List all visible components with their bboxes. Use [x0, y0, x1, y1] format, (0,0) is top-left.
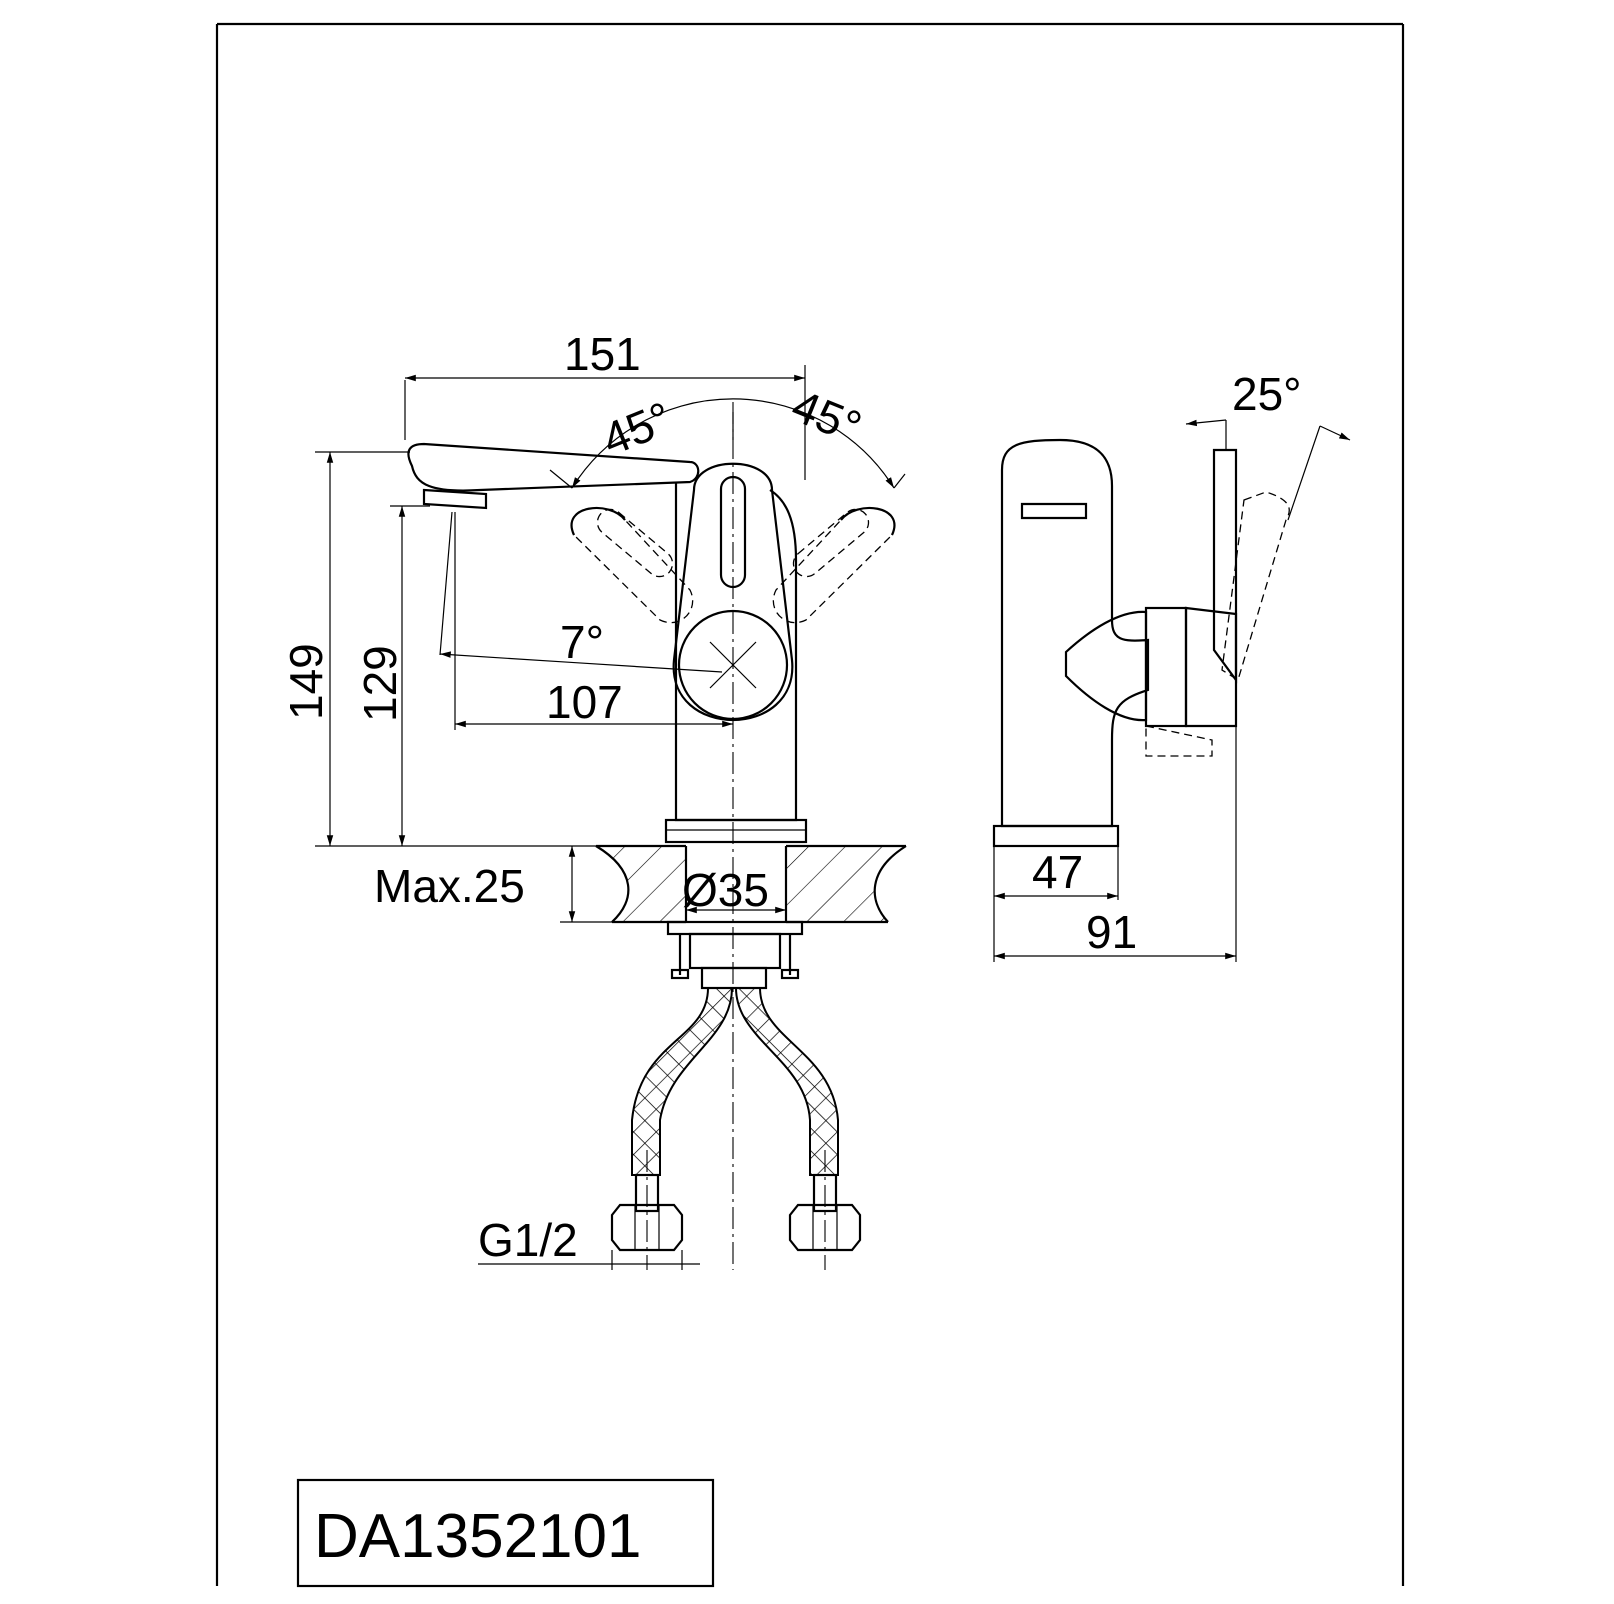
side-lever-upright: [1212, 448, 1238, 684]
dim-angle-left: 45°: [595, 391, 679, 465]
faucet-body: [674, 481, 798, 822]
dim-spout-angle: 7°: [560, 616, 604, 668]
hose-nut-right: [788, 1173, 862, 1252]
dim-spout-reach: 107: [546, 676, 623, 728]
aerator: [422, 488, 488, 510]
cartridge-circle: [677, 609, 789, 721]
spout: [407, 442, 700, 492]
dim-mounting-hole: Ø35: [682, 864, 769, 916]
dim-angle-right: 45°: [785, 379, 869, 453]
left-handle-rotated: [571, 507, 694, 624]
side-base: [992, 824, 1120, 848]
side-lever-tilted: [1221, 491, 1290, 682]
handle-slot: [719, 475, 747, 589]
hose-right: [734, 987, 839, 1176]
mounting-plate: [666, 920, 804, 936]
dim-base-width: 47: [1032, 846, 1083, 898]
hose-nut-left: [610, 1173, 684, 1252]
hose-left: [631, 987, 734, 1176]
front-view: 151 45° 45° 149 129 7° 107 Max.25 Ø35 G1…: [280, 328, 907, 1270]
countertop-section: [596, 846, 686, 922]
dim-handle-tilt: 25°: [1232, 368, 1302, 420]
base-ring: [664, 818, 808, 844]
model-code: DA1352101: [314, 1502, 642, 1571]
dim-overall-height: 149: [280, 643, 332, 720]
dim-overall-length: 151: [564, 328, 641, 380]
sheet-border: [215, 22, 1405, 1586]
right-handle-rotated: [772, 507, 895, 624]
dim-overall-depth: 91: [1086, 906, 1137, 958]
dim-spout-height: 129: [354, 645, 406, 722]
main-handle: [672, 462, 794, 722]
side-body: [1000, 438, 1150, 828]
title-block: DA1352101: [296, 1478, 715, 1588]
dim-max-deck-thickness: Max.25: [374, 860, 525, 912]
side-lever-base: [1064, 610, 1148, 722]
dim-connection-thread: G1/2: [478, 1214, 578, 1266]
side-view: 25° 47 91: [992, 368, 1351, 962]
